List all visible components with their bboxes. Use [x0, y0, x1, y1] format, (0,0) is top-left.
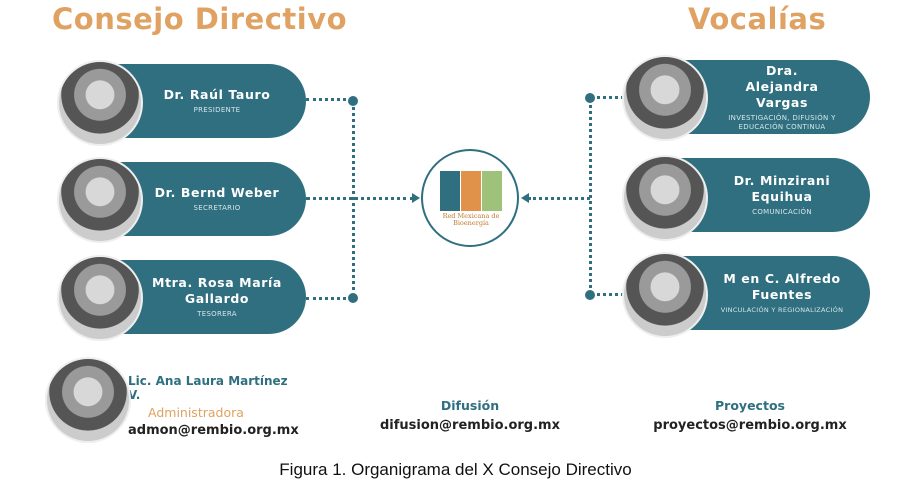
connector-line: [589, 98, 592, 295]
arrow-right-icon: [412, 193, 420, 203]
avatar: [57, 60, 143, 146]
member-role: PRESIDENTE: [193, 106, 241, 114]
connector-line: [352, 100, 355, 297]
member-name: Dr. Bernd Weber: [154, 185, 280, 200]
member-name: Dr. Raúl Tauro: [163, 87, 271, 102]
member-name: Mtra. Rosa María Gallardo: [152, 275, 282, 306]
admin-name: Lic. Ana Laura Martínez V.: [128, 374, 288, 402]
connector-dot: [348, 293, 358, 303]
connector-line: [306, 297, 352, 300]
admin-email[interactable]: admon@rembio.org.mx: [128, 423, 299, 438]
difusion-label: Difusión: [440, 398, 500, 413]
avatar: [57, 157, 143, 243]
member-name: Dr. Minzirani Equihua: [733, 173, 831, 204]
proyectos-email[interactable]: proyectos@rembio.org.mx: [653, 418, 847, 433]
connector-line: [306, 197, 414, 200]
avatar: [622, 155, 708, 241]
connector-line: [306, 98, 352, 101]
vocalias-title: Vocalías: [688, 2, 827, 36]
connector-dot: [348, 96, 358, 106]
member-role: VINCULACIÓN Y REGIONALIZACIÓN: [720, 306, 844, 314]
connector-dot: [585, 93, 595, 103]
rembio-logo: Red Mexicana de Bioenergía: [421, 149, 519, 247]
consejo-title: Consejo Directivo: [52, 2, 348, 36]
avatar: [622, 55, 708, 141]
connector-line: [590, 96, 630, 99]
admin-role: Administradora: [148, 405, 244, 420]
member-role: INVESTIGACIÓN, DIFUSIÓN Y EDUCACIÓN CONT…: [728, 113, 836, 131]
member-role: TESORERA: [197, 310, 237, 318]
member-name: M en C. Alfredo Fuentes: [723, 271, 841, 302]
connector-line: [590, 293, 630, 296]
difusion-email[interactable]: difusion@rembio.org.mx: [380, 418, 560, 433]
member-role: SECRETARIO: [193, 204, 241, 212]
figure-caption: Figura 1. Organigrama del X Consejo Dire…: [279, 460, 632, 479]
avatar: [57, 255, 143, 341]
logo-text: Red Mexicana de Bioenergía: [442, 212, 500, 227]
avatar: [622, 252, 708, 338]
connector-dot: [585, 290, 595, 300]
proyectos-label: Proyectos: [715, 398, 785, 413]
member-role: COMUNICACIÓN: [752, 208, 812, 216]
member-name: Dra. Alejandra Vargas: [745, 62, 819, 110]
connector-line: [528, 197, 590, 200]
arrow-left-icon: [521, 193, 529, 203]
avatar: [45, 357, 131, 443]
member-card: Mtra. Rosa María Gallardo TESORERA: [110, 260, 306, 334]
